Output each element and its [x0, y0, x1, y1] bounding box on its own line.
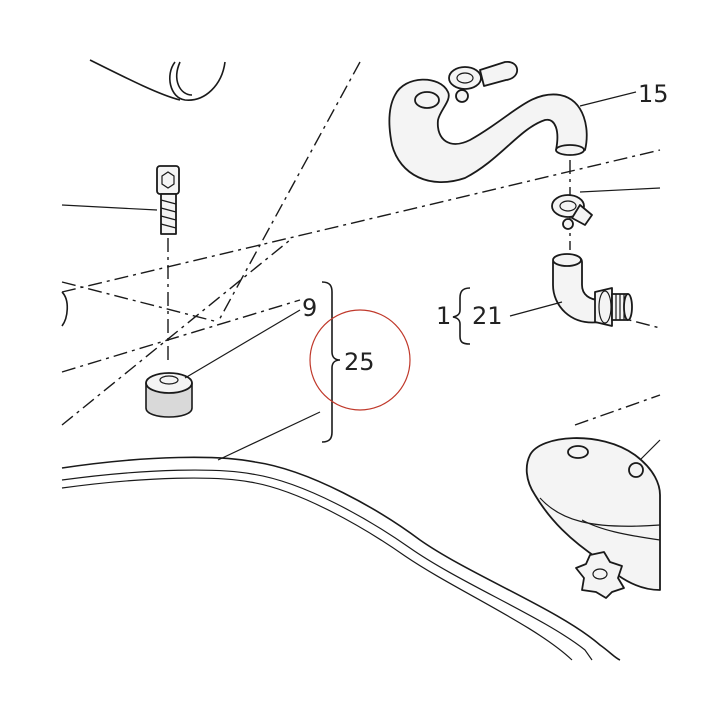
highlight-circle: [309, 309, 411, 411]
label-25: 25: [344, 348, 375, 376]
clamp-leader-line: [579, 187, 661, 193]
label-15-leader: [579, 91, 637, 107]
brace-symbol: [452, 287, 471, 345]
hose-clamp-top: [448, 61, 519, 103]
bolt-leader-line: [61, 204, 158, 211]
edge-arc: [61, 291, 69, 327]
cylinder-part: [89, 59, 226, 101]
hose-clamp-bottom: [551, 194, 593, 230]
knob-part: [575, 551, 625, 599]
label-15: 15: [638, 80, 669, 108]
label-25-leader: [217, 411, 321, 461]
label-9: 9: [302, 294, 317, 322]
bolt-part: [156, 165, 180, 235]
elbow-fitting-part: [552, 253, 633, 327]
label-21-leader: [509, 301, 563, 317]
bracket-part: [525, 437, 661, 591]
group-bracket: [321, 281, 341, 443]
hose-part: [388, 78, 588, 183]
label-1: 1: [436, 302, 451, 330]
frame-part: [61, 456, 621, 661]
label-9-leader: [184, 309, 301, 379]
bushing-part: [145, 372, 193, 418]
label-21: 21: [472, 302, 503, 330]
